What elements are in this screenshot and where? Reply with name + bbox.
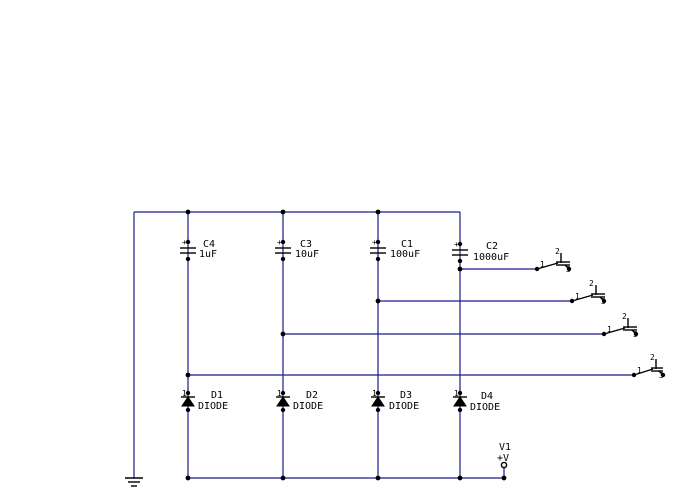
switch-1-pin-2: 2 (555, 247, 560, 256)
switch-4-pin-1: 1 (637, 366, 642, 375)
v1-value-label: +V (497, 453, 509, 464)
switch-3-pin-3: 3 (633, 330, 638, 339)
switch-3-pin-1: 1 (607, 325, 612, 334)
diode-d2: 1 D2 DIODE (276, 389, 323, 413)
c4-plus-mark: + (182, 238, 187, 247)
switch-4-pin-3: 3 (659, 371, 664, 380)
junction-nodes (185, 209, 507, 481)
c2-value-label: 1000uF (473, 252, 509, 263)
wires (133, 211, 634, 479)
switch-2-pin-3: 3 (601, 297, 606, 306)
diode-d4: 1 D4 DIODE (453, 389, 500, 413)
capacitor-c3: + C3 10uF (275, 238, 319, 262)
c1-value-label: 100uF (390, 249, 420, 260)
d4-value-label: DIODE (470, 402, 500, 413)
d3-value-label: DIODE (389, 401, 419, 412)
c3-value-label: 10uF (295, 249, 319, 260)
switch-2-pin-1: 1 (575, 292, 580, 301)
capacitor-c1: + C1 100uF (370, 238, 420, 262)
switch-2: 1 2 3 (569, 279, 607, 306)
d4-ref-label: D4 (481, 391, 493, 402)
diode-d1: 1 D1 DIODE (181, 389, 228, 413)
ground-symbol (125, 477, 143, 487)
c1-ref-label: C1 (401, 239, 413, 250)
switch-3: 1 2 3 (601, 312, 639, 339)
switch-4: 1 2 3 (631, 353, 666, 380)
capacitor-c2: + C2 1000uF (452, 240, 509, 264)
switch-1: 1 2 3 (534, 247, 572, 274)
d2-ref-label: D2 (306, 390, 318, 401)
voltage-source-v1: V1 +V (497, 442, 511, 469)
switch-1-pin-3: 3 (566, 265, 571, 274)
v1-ref-label: V1 (499, 442, 511, 453)
switch-4-pin-2: 2 (650, 353, 655, 362)
c3-ref-label: C3 (300, 239, 312, 250)
d4-pin-mark: 1 (454, 389, 459, 398)
c2-plus-mark: + (454, 240, 459, 249)
d2-pin-mark: 1 (277, 389, 282, 398)
c4-value-label: 1uF (199, 249, 217, 260)
switch-2-pin-2: 2 (589, 279, 594, 288)
c1-plus-mark: + (372, 238, 377, 247)
switch-3-pin-2: 2 (622, 312, 627, 321)
d1-value-label: DIODE (198, 401, 228, 412)
d1-pin-mark: 1 (182, 389, 187, 398)
diode-d3: 1 D3 DIODE (371, 389, 419, 413)
d3-pin-mark: 1 (372, 389, 377, 398)
capacitor-c4: + C4 1uF (180, 238, 217, 262)
c4-ref-label: C4 (203, 239, 215, 250)
d2-value-label: DIODE (293, 401, 323, 412)
c3-plus-mark: + (277, 238, 282, 247)
d3-ref-label: D3 (400, 390, 412, 401)
switch-1-pin-1: 1 (540, 260, 545, 269)
c2-ref-label: C2 (486, 241, 498, 252)
d1-ref-label: D1 (211, 390, 223, 401)
